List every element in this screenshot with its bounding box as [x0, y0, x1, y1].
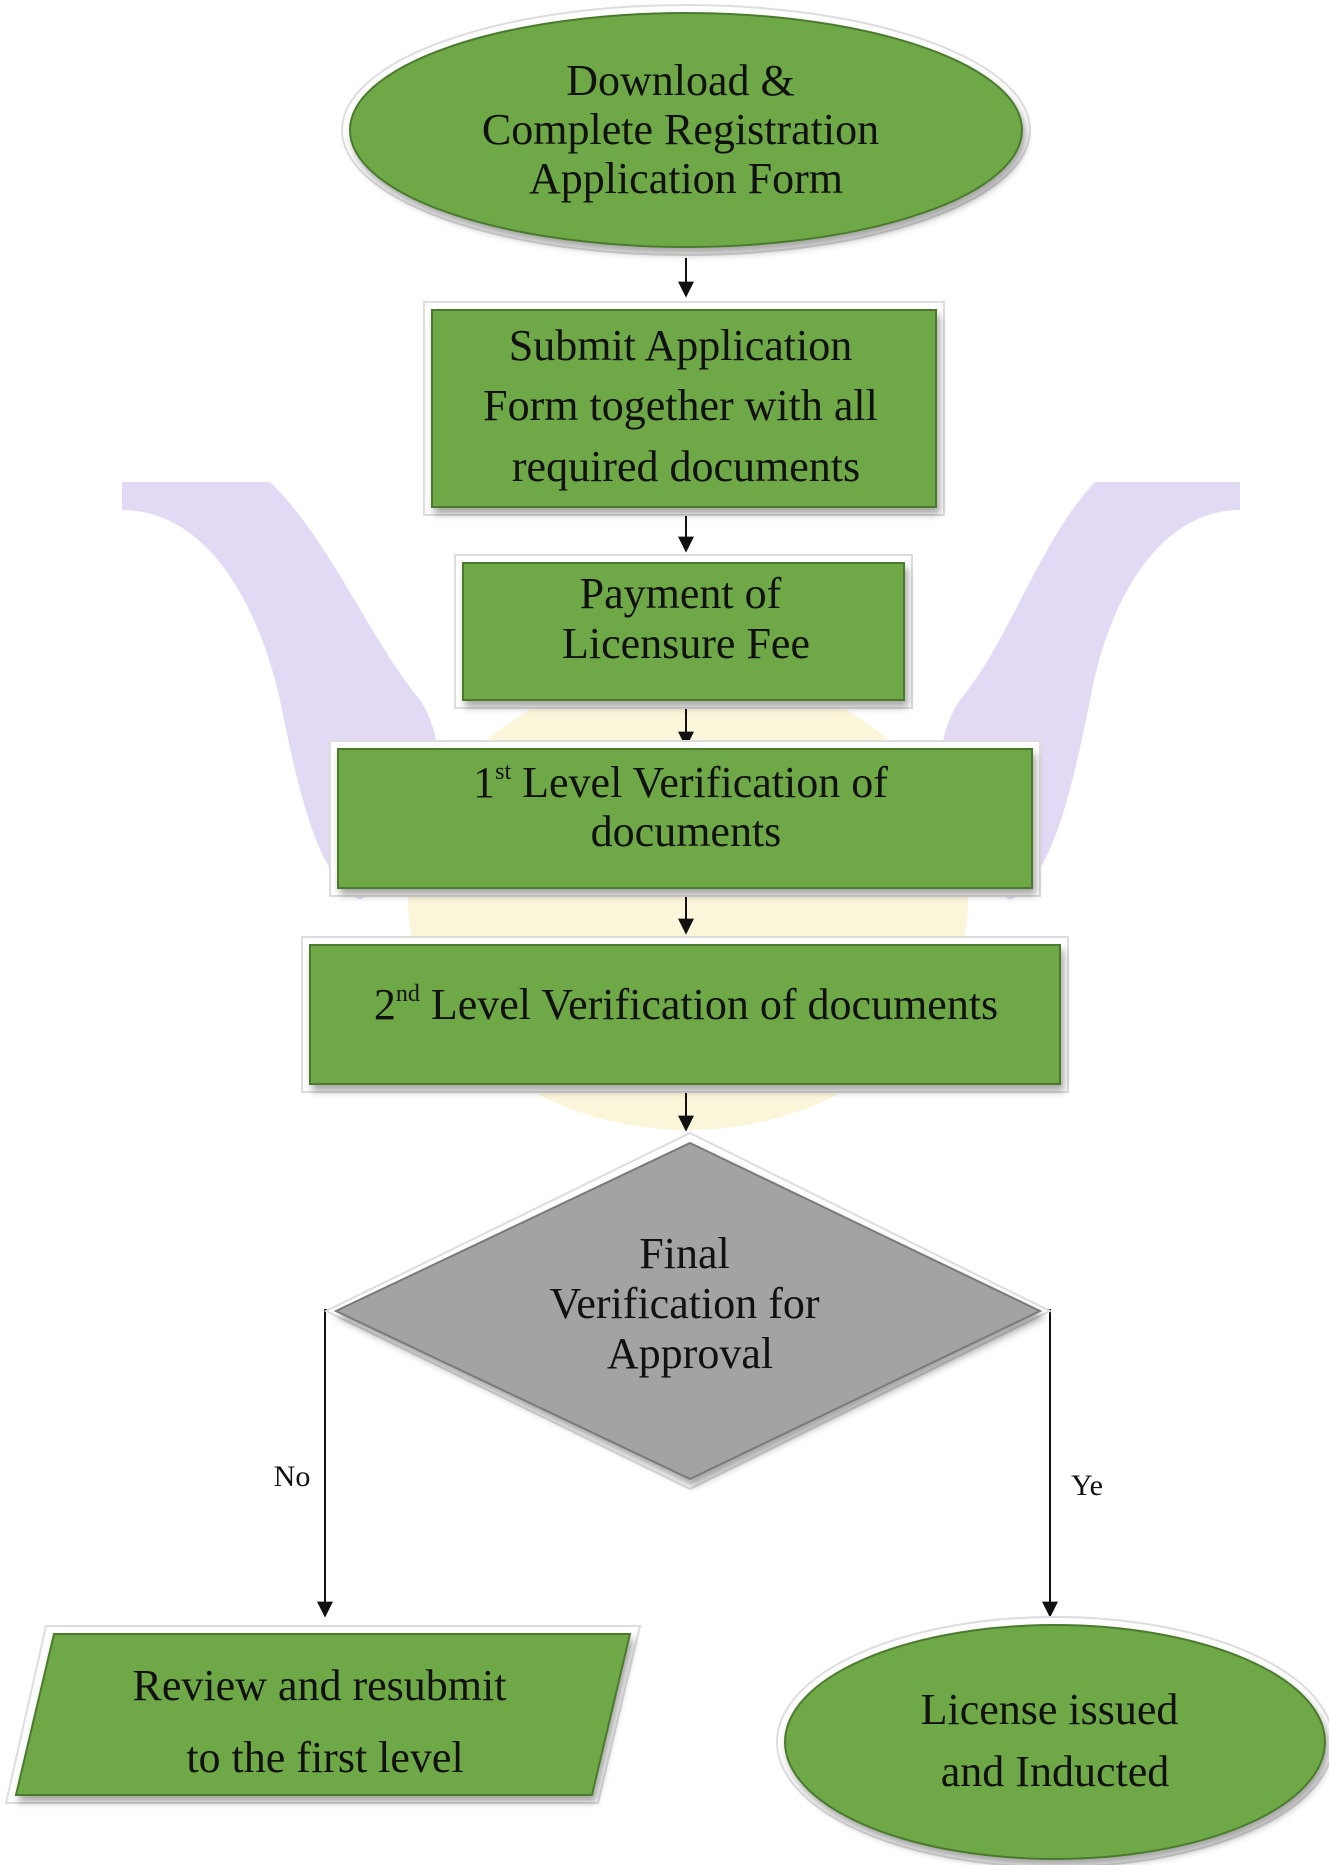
decision-line-3: Approval [607, 1329, 773, 1378]
license-line-1: License issued [921, 1685, 1179, 1734]
node-decision: Final Verification for Approval [323, 1131, 1053, 1491]
level2-ordinal-suffix: nd [396, 981, 420, 1007]
node-level2: 2nd Level Verification of documents [301, 936, 1069, 1093]
node-license: License issued and Inducted [776, 1616, 1329, 1865]
level1-box [337, 748, 1033, 889]
review-line-1: Review and resubmit [133, 1661, 507, 1710]
arrow-decision-yes [1042, 1309, 1058, 1618]
level1-line-1: 1st Level Verification of [473, 758, 888, 807]
submit-line-2: Form together with all [483, 381, 878, 430]
submit-text: Submit Application Form together with al… [483, 321, 889, 491]
level1-text: 1st Level Verification of documents [473, 758, 899, 856]
level2-ordinal: 2 [374, 980, 396, 1029]
node-review: Review and resubmit to the first level [4, 1625, 642, 1804]
review-line-2: to the first level [186, 1733, 463, 1782]
decision-line-2: Verification for [550, 1279, 820, 1328]
start-line-2: Complete Registration [482, 105, 879, 154]
review-text: Review and resubmit to the first level [133, 1661, 518, 1782]
arrow-decision-no [317, 1309, 333, 1618]
decision-diamond [333, 1141, 1043, 1481]
payment-line-1: Payment of [580, 569, 782, 618]
level2-text: 2nd Level Verification of documents [374, 980, 998, 1029]
edge-label-yes: Ye [1071, 1469, 1103, 1502]
level2-box [309, 944, 1061, 1085]
payment-line-2: Licensure Fee [562, 619, 810, 668]
payment-box [462, 562, 905, 701]
review-parallelogram [14, 1633, 632, 1796]
start-line-1: Download & [566, 56, 795, 105]
submit-line-1: Submit Application [509, 321, 852, 370]
submit-box [431, 309, 937, 508]
decision-line-1: Final [639, 1229, 729, 1278]
start-text: Download & Complete Registration Applica… [482, 56, 890, 203]
level2-heading: Level Verification of documents [420, 980, 998, 1029]
license-ellipse [784, 1624, 1326, 1860]
start-line-3: Application Form [529, 154, 843, 203]
node-payment: Payment of Licensure Fee [454, 554, 913, 709]
submit-line-3: required documents [512, 442, 860, 491]
node-level1: 1st Level Verification of documents [329, 740, 1041, 897]
level1-ordinal-suffix: st [495, 759, 511, 785]
decision-text: Final Verification for Approval [550, 1229, 831, 1378]
level1-heading: Level Verification of [511, 758, 888, 807]
license-line-2: and Inducted [941, 1747, 1169, 1796]
level1-line-2: documents [591, 807, 782, 856]
edge-label-no: No [274, 1460, 311, 1493]
node-start: Download & Complete Registration Applica… [341, 4, 1031, 256]
level1-ordinal: 1 [473, 758, 495, 807]
license-text: License issued and Inducted [921, 1685, 1190, 1796]
start-ellipse-fill [349, 12, 1023, 248]
payment-text: Payment of Licensure Fee [562, 569, 810, 668]
node-submit: Submit Application Form together with al… [423, 301, 945, 516]
level2-line-1: 2nd Level Verification of documents [374, 980, 998, 1029]
